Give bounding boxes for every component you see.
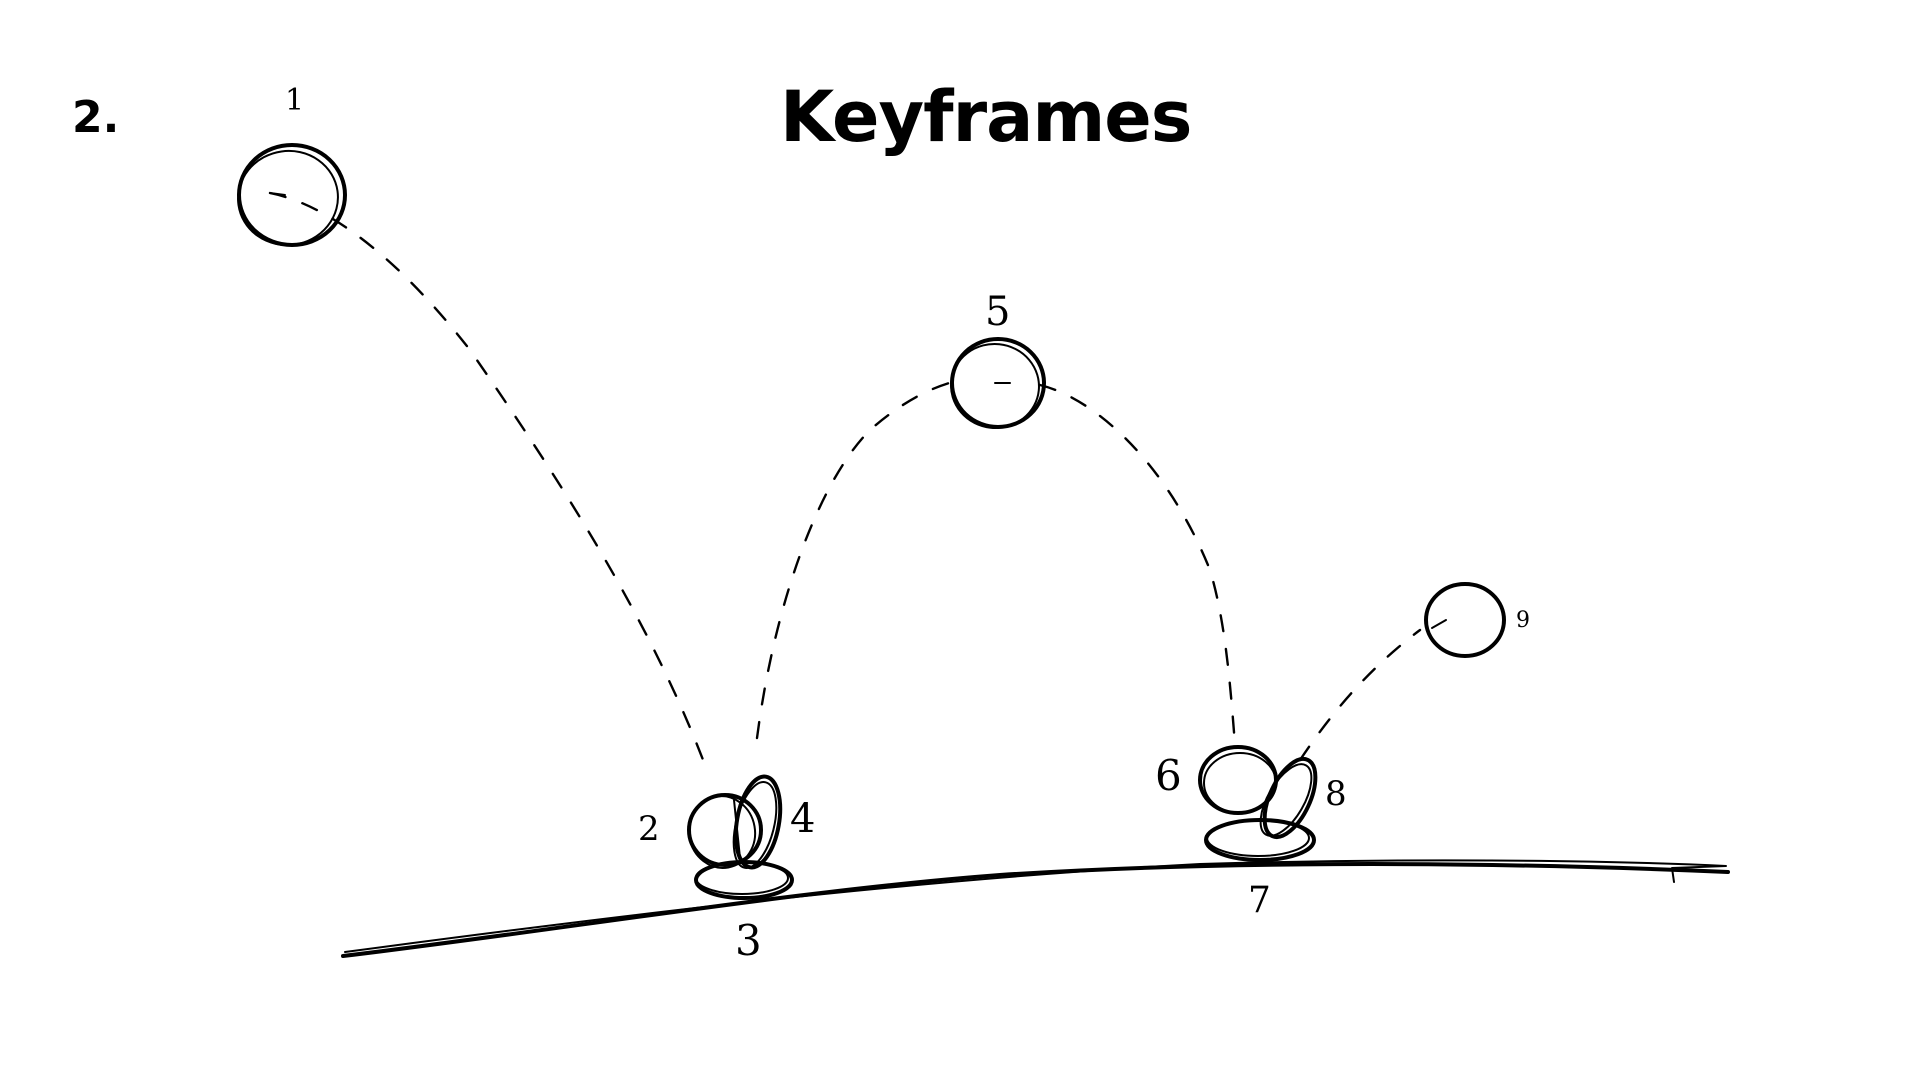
motion-path xyxy=(268,191,1422,767)
arc-3-to-5 xyxy=(755,378,962,740)
step-number: 2. xyxy=(72,92,120,143)
ball-frame-5 xyxy=(950,337,1046,430)
arc-1-to-2 xyxy=(268,191,707,767)
frame-label-7: 7 xyxy=(1248,880,1271,921)
frame-label-1: 1 xyxy=(285,83,304,118)
page-title: Keyframes xyxy=(780,76,1192,158)
frame-label-3: 3 xyxy=(735,916,762,965)
arc-8-to-9 xyxy=(1298,628,1422,762)
arc-5-to-6 xyxy=(1038,383,1237,747)
frame-label-9: 9 xyxy=(1516,608,1530,633)
ball-cluster-2-3-4 xyxy=(687,774,794,900)
ground-line xyxy=(341,859,1730,958)
ball-frame-9 xyxy=(1424,582,1506,658)
frame-label-4: 4 xyxy=(790,796,815,842)
ball-cluster-6-7-8 xyxy=(1198,745,1318,862)
frame-label-2: 2 xyxy=(638,809,660,849)
frame-label-5: 5 xyxy=(985,289,1010,335)
frame-label-6: 6 xyxy=(1155,751,1182,800)
frame-label-8: 8 xyxy=(1325,774,1347,814)
ball-frame-1 xyxy=(237,143,347,247)
